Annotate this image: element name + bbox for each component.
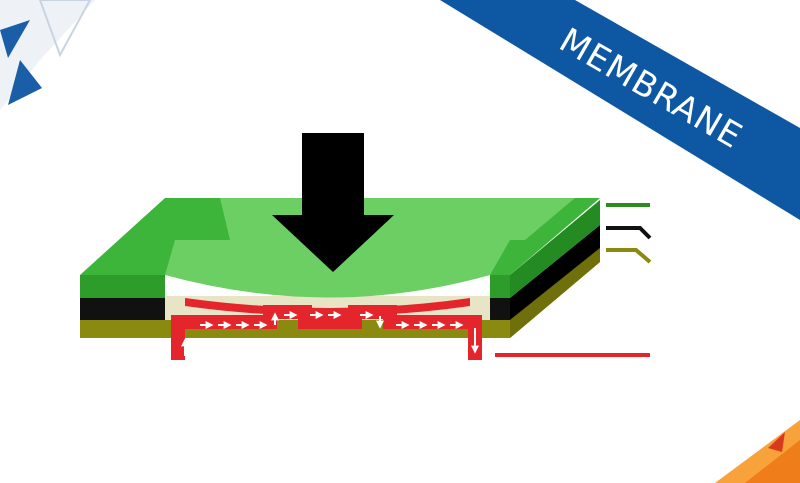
deflected-contact — [185, 298, 470, 316]
connector-leads — [495, 203, 652, 357]
arrow-down-icon — [272, 133, 394, 272]
current-path — [171, 305, 482, 360]
top-left-decoration — [0, 0, 95, 110]
top-membrane-layer — [80, 275, 165, 298]
bottom-right-decoration — [715, 420, 800, 483]
membrane-banner: MEMBRANE — [440, 0, 800, 220]
